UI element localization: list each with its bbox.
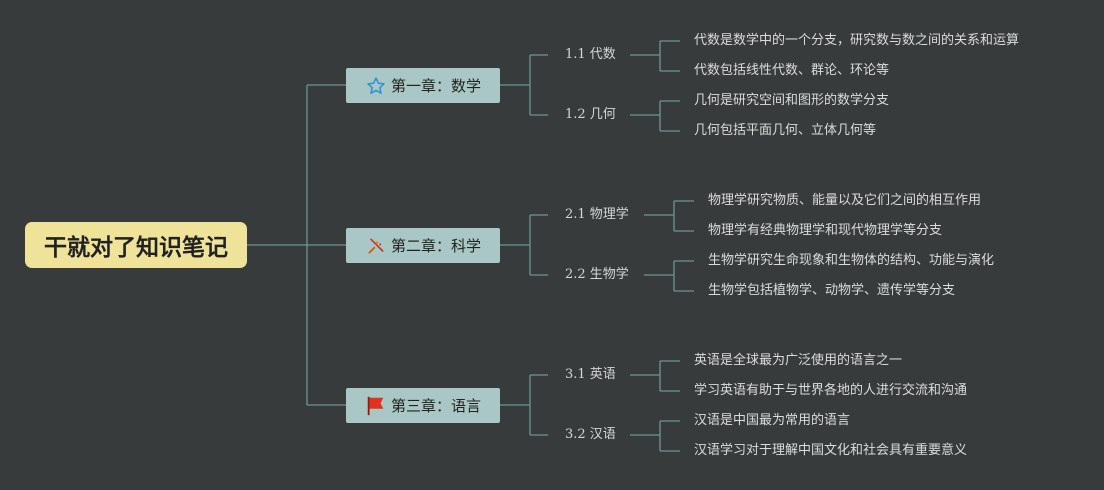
connector-root-chapters <box>247 84 346 406</box>
leaf-item[interactable]: 生物学研究生命现象和生物体的结构、功能与演化 <box>708 253 995 268</box>
connector-section-1-1 <box>630 40 680 72</box>
leaf-item[interactable]: 代数是数学中的一个分支，研究数与数之间的关系和运算 <box>694 33 1020 48</box>
science-tools-icon <box>365 235 387 257</box>
leaf-item[interactable]: 几何是研究空间和图形的数学分支 <box>694 93 890 108</box>
section-biology[interactable]: 2.2 生物学 <box>565 267 629 282</box>
leaf-item[interactable]: 几何包括平面几何、立体几何等 <box>694 123 877 138</box>
section-physics[interactable]: 2.1 物理学 <box>565 207 629 222</box>
leaf-item[interactable]: 英语是全球最为广泛使用的语言之一 <box>694 353 903 368</box>
leaf-item[interactable]: 汉语学习对于理解中国文化和社会具有重要意义 <box>694 443 968 458</box>
connector-section-2-2 <box>644 260 694 292</box>
connector-section-3-2 <box>630 420 680 452</box>
leaf-item[interactable]: 生物学包括植物学、动物学、遗传学等分支 <box>708 283 956 298</box>
connector-chapter3-sections <box>500 374 548 436</box>
chapter-language[interactable]: 第三章：语言 <box>346 388 500 423</box>
chapter-science[interactable]: 第二章：科学 <box>346 228 500 263</box>
leaf-item[interactable]: 物理学有经典物理学和现代物理学等分支 <box>708 223 943 238</box>
root-topic[interactable]: 干就对了知识笔记 <box>25 222 247 268</box>
section-chinese[interactable]: 3.2 汉语 <box>565 427 616 442</box>
leaf-item[interactable]: 代数包括线性代数、群论、环论等 <box>694 63 890 78</box>
connector-chapter2-sections <box>500 214 548 276</box>
root-topic-label: 干就对了知识笔记 <box>44 235 228 261</box>
connector-chapter1-sections <box>500 54 548 116</box>
chapter-label: 第二章：科学 <box>390 237 481 255</box>
leaf-item[interactable]: 汉语是中国最为常用的语言 <box>694 413 851 428</box>
chapter-label: 第一章：数学 <box>390 77 481 95</box>
connector-section-1-2 <box>630 100 680 132</box>
leaf-item[interactable]: 物理学研究物质、能量以及它们之间的相互作用 <box>708 193 982 208</box>
star-icon <box>365 75 387 97</box>
chapter-label: 第三章：语言 <box>390 397 481 415</box>
connector-section-3-1 <box>630 360 680 392</box>
red-flag-icon <box>365 395 387 417</box>
leaf-item[interactable]: 学习英语有助于与世界各地的人进行交流和沟通 <box>694 383 968 398</box>
connector-section-2-1 <box>644 200 694 232</box>
section-geometry[interactable]: 1.2 几何 <box>565 107 616 122</box>
chapter-math[interactable]: 第一章：数学 <box>346 68 500 103</box>
section-algebra[interactable]: 1.1 代数 <box>565 47 616 62</box>
section-english[interactable]: 3.1 英语 <box>565 367 616 382</box>
